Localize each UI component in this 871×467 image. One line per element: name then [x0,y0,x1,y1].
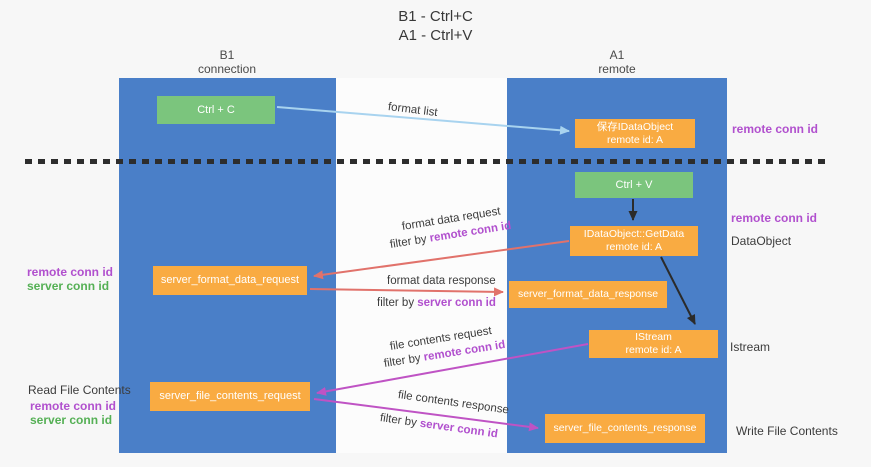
box-server-format-data-request: server_format_data_request [153,266,307,295]
server-conn-id-text-1: server conn id [417,297,496,309]
getdata-line2: remote id: A [605,241,663,253]
title-line-1: B1 - Ctrl+C [398,8,473,25]
box-save-dataobject: 保存IDataObject remote id: A [575,119,695,148]
label-format-data-response: format data response [387,275,496,287]
box-istream: IStream remote id: A [589,330,718,358]
save-dataobject-line2: remote id: A [606,133,664,146]
title-line-2: A1 - Ctrl+V [398,27,473,44]
lane-header-a1: A1 remote [552,48,682,76]
annotation-read-file-contents: Read File Contents [28,383,131,397]
server-file-contents-request-label: server_file_contents_request [159,390,301,402]
save-dataobject-line1: 保存IDataObject [596,120,674,133]
session-divider-dashed-line [25,159,831,164]
istream-line1: IStream [635,331,672,343]
lane-a1-role: remote [598,62,636,76]
annotation-conn-ids-mid-left: remote conn id server conn id [27,265,113,293]
ctrl-v-label: Ctrl + V [615,178,653,191]
istream-line2: remote id: A [625,344,682,356]
lane-b1-name: B1 [219,48,235,62]
lane-b1-role: connection [197,62,257,76]
lane-header-b1: B1 connection [162,48,292,76]
annotation-server-conn-id-left: server conn id [27,279,110,293]
box-server-file-contents-request: server_file_contents_request [150,382,310,411]
box-ctrl-v: Ctrl + V [575,172,693,198]
box-server-format-data-response: server_format_data_response [509,281,667,308]
server-format-data-response-label: server_format_data_response [517,288,659,300]
annotation-istream: Istream [730,340,771,354]
diagram-title: B1 - Ctrl+C A1 - Ctrl+V [0,7,871,45]
ctrl-c-label: Ctrl + C [197,103,235,116]
box-ctrl-c: Ctrl + C [157,96,275,124]
getdata-line1: IDataObject::GetData [583,228,685,240]
annotation-dataobject: DataObject [731,234,792,248]
server-file-contents-response-label: server_file_contents_response [553,422,697,434]
box-server-file-contents-response: server_file_contents_response [545,414,705,443]
box-idataobject-getdata: IDataObject::GetData remote id: A [570,226,698,256]
filter-by-text-2: filter by [377,297,418,309]
annotation-remote-conn-id-left: remote conn id [27,265,114,279]
annotation-conn-ids-bottom-left: remote conn id server conn id [30,399,116,427]
annotation-remote-conn-id-top: remote conn id [732,122,819,136]
annotation-write-file-contents: Write File Contents [736,424,838,438]
annotation-server-conn-id-bottom-left: server conn id [30,413,113,427]
lane-a1-name: A1 [609,48,625,62]
annotation-remote-conn-id-bottom-left: remote conn id [30,399,117,413]
label-filter-server-1: filter by server conn id [377,297,496,309]
server-format-data-request-label: server_format_data_request [160,274,300,286]
annotation-remote-conn-id-mid: remote conn id [731,211,818,225]
